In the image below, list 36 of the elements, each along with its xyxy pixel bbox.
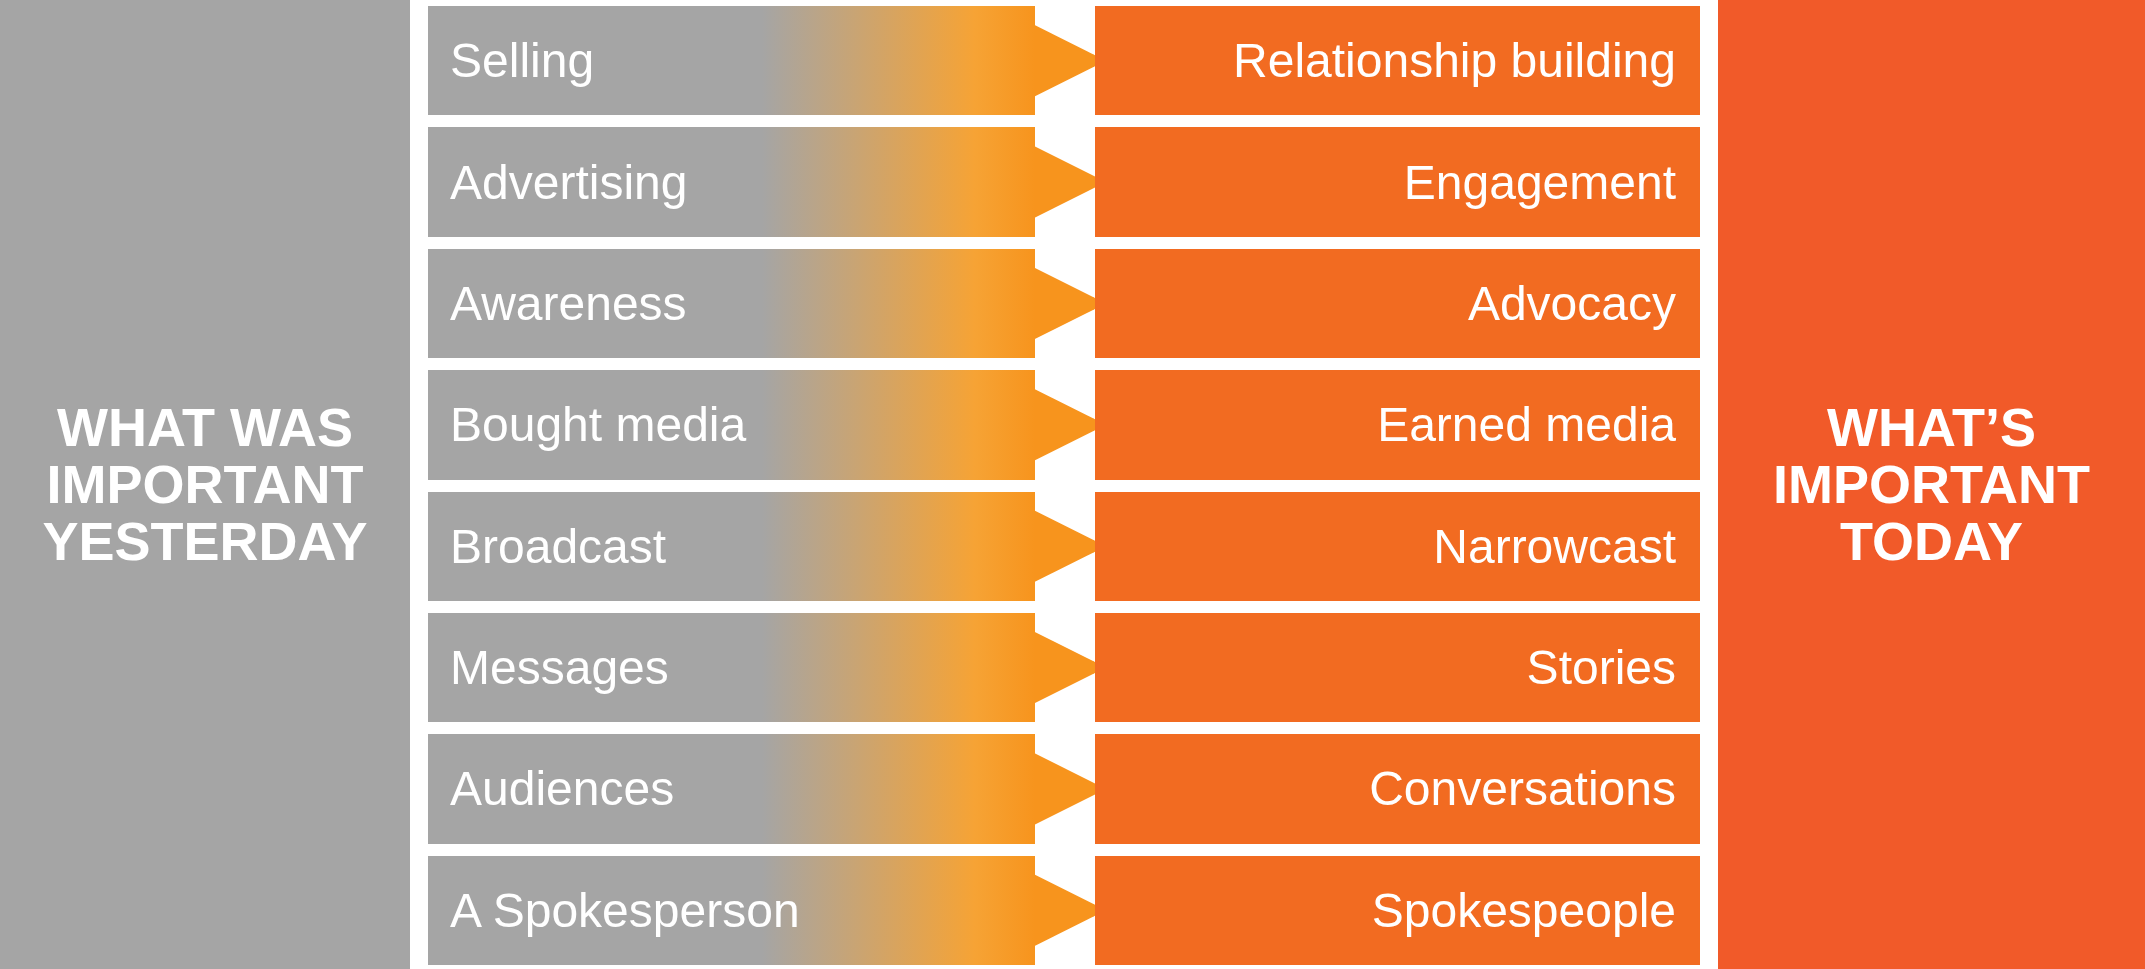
present-item-bar	[1095, 734, 1700, 844]
present-column-panel	[1718, 0, 2145, 969]
past-item-bar	[428, 127, 1035, 237]
present-item-bar	[1095, 370, 1700, 480]
item-label: Selling	[450, 33, 595, 89]
past-item-bar	[428, 370, 1035, 480]
item-label: Audiences	[450, 761, 675, 817]
item-label: A Spokesperson	[450, 882, 800, 938]
present-item-bar	[1095, 491, 1700, 601]
past-item-bar	[428, 612, 1035, 723]
present-item-bar	[1095, 855, 1700, 965]
present-item-bar	[1095, 248, 1700, 359]
item-label: Advertising	[450, 154, 688, 210]
item-label: Messages	[450, 640, 669, 696]
present-item-bar	[1095, 6, 1700, 116]
item-label: Relationship building	[1233, 33, 1676, 89]
item-label: Spokespeople	[1371, 882, 1676, 938]
past-item-bar	[428, 491, 1035, 601]
past-item-bar	[428, 734, 1035, 844]
item-label: Bought media	[450, 397, 747, 453]
present-item-bar	[1095, 612, 1700, 723]
item-label: Engagement	[1403, 154, 1676, 210]
item-label: Stories	[1526, 640, 1676, 696]
present-item-bar	[1095, 127, 1700, 237]
past-column-panel	[0, 0, 410, 969]
item-label: Narrowcast	[1433, 518, 1676, 574]
past-item-bar	[428, 248, 1035, 359]
item-label: Conversations	[1369, 761, 1676, 817]
column-heading: WHAT WAS IMPORTANT YESTERDAY	[41, 399, 369, 570]
item-label: Awareness	[450, 275, 687, 331]
column-heading: WHAT’S IMPORTANT TODAY	[1772, 399, 2091, 570]
past-item-bar	[428, 6, 1035, 116]
item-label: Advocacy	[1467, 275, 1676, 331]
item-label: Earned media	[1377, 397, 1676, 453]
past-item-bar	[428, 855, 1035, 965]
item-label: Broadcast	[450, 518, 667, 574]
